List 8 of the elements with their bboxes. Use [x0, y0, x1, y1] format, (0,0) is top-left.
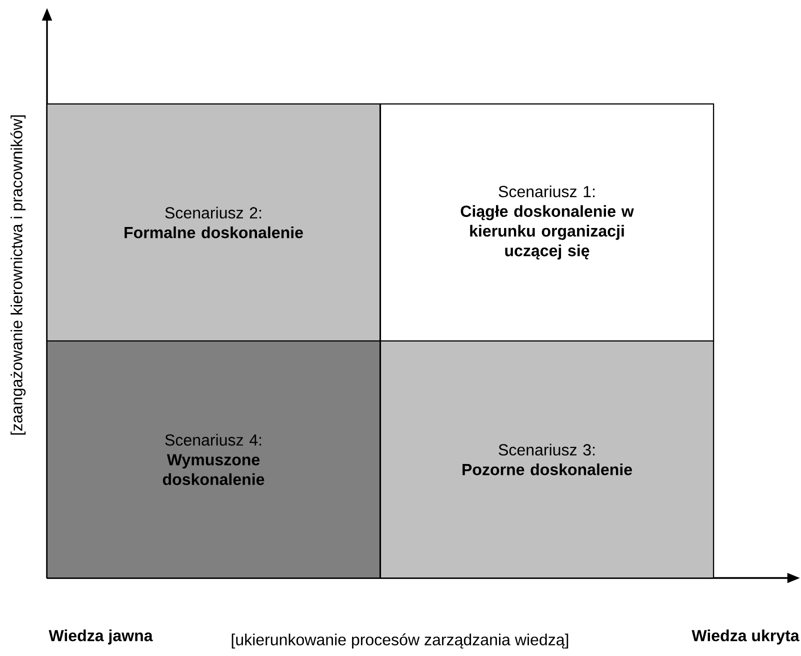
quadrant-box: Scenariusz 4: Wymuszone doskonalenie — [46, 340, 381, 579]
axis-label: [ukierunkowanie procesów zarządzania wiedzą] — [232, 633, 568, 649]
axis-label: [zaangażowanie kierownictwa i pracowników] — [10, 115, 26, 435]
axis-label: Wiedza ukryta — [692, 630, 800, 644]
axis-label: Wiedza jawna — [48, 630, 153, 644]
quadrant-box: Scenariusz 2: Formalne doskonalenie — [46, 103, 381, 342]
quadrant-box: Scenariusz 3: Pozorne doskonalenie — [380, 340, 714, 579]
quadrant-box: Scenariusz 1: Ciągłe doskonalenie w kierunku organizacji uczącej się — [380, 103, 714, 342]
